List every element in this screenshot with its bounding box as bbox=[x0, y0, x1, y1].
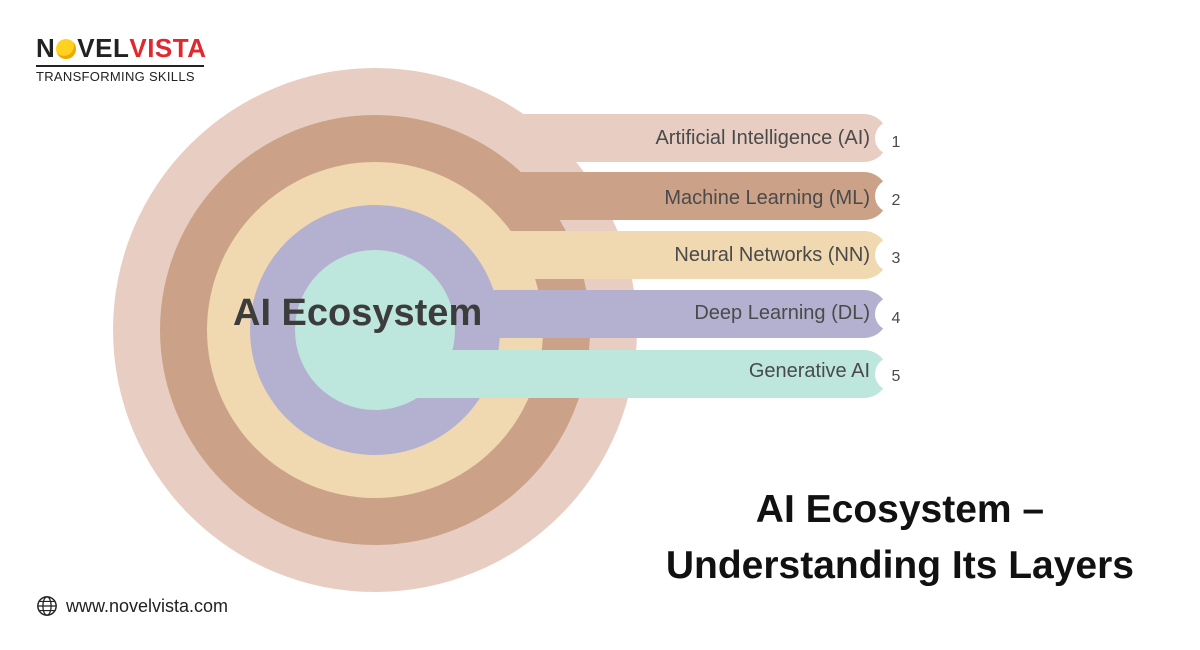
title-line-2: Understanding Its Layers bbox=[665, 544, 1134, 587]
layer-label-3: Neural Networks (NN) bbox=[674, 244, 870, 266]
layer-label-2: Machine Learning (ML) bbox=[664, 187, 870, 209]
brand-name-part: N bbox=[36, 33, 56, 63]
layer-band-2 bbox=[375, 172, 888, 220]
title-line-1: AI Ecosystem – bbox=[755, 488, 1045, 531]
bulb-icon bbox=[56, 39, 77, 59]
center-label: AI Ecosystem bbox=[233, 292, 483, 334]
layer-number-badge-4 bbox=[875, 297, 909, 331]
layer-label-4: Deep Learning (DL) bbox=[694, 302, 870, 324]
brand-name-accent: VISTA bbox=[129, 33, 207, 63]
globe-icon bbox=[37, 596, 57, 616]
layer-band-4 bbox=[375, 290, 888, 338]
layer-number-2: 2 bbox=[891, 192, 901, 209]
layer-number-badge-3 bbox=[875, 238, 909, 272]
brand-divider bbox=[36, 65, 204, 67]
page-title: AI Ecosystem – Understanding Its Layers bbox=[666, 482, 1134, 594]
brand-name-part: VEL bbox=[77, 33, 130, 63]
layer-number-3: 3 bbox=[891, 250, 901, 267]
layer-number-badge-2 bbox=[875, 179, 909, 213]
layer-label-5: Generative AI bbox=[748, 360, 870, 382]
website-link[interactable]: www.novelvista.com bbox=[36, 595, 228, 617]
layer-label-1: Artificial Intelligence (AI) bbox=[655, 127, 870, 149]
layer-band-3 bbox=[375, 231, 888, 279]
layer-shape-5 bbox=[295, 250, 909, 410]
layer-number-5: 5 bbox=[891, 368, 901, 385]
layer-number-1: 1 bbox=[891, 134, 901, 151]
layer-number-badge-5 bbox=[875, 357, 909, 391]
website-url: www.novelvista.com bbox=[66, 595, 229, 616]
layer-band-5 bbox=[375, 350, 888, 398]
layer-band-1 bbox=[375, 114, 888, 162]
layer-number-4: 4 bbox=[891, 310, 901, 327]
layer-number-badge-1 bbox=[875, 121, 909, 155]
brand-tagline: TRANSFORMING SKILLS bbox=[36, 69, 195, 84]
